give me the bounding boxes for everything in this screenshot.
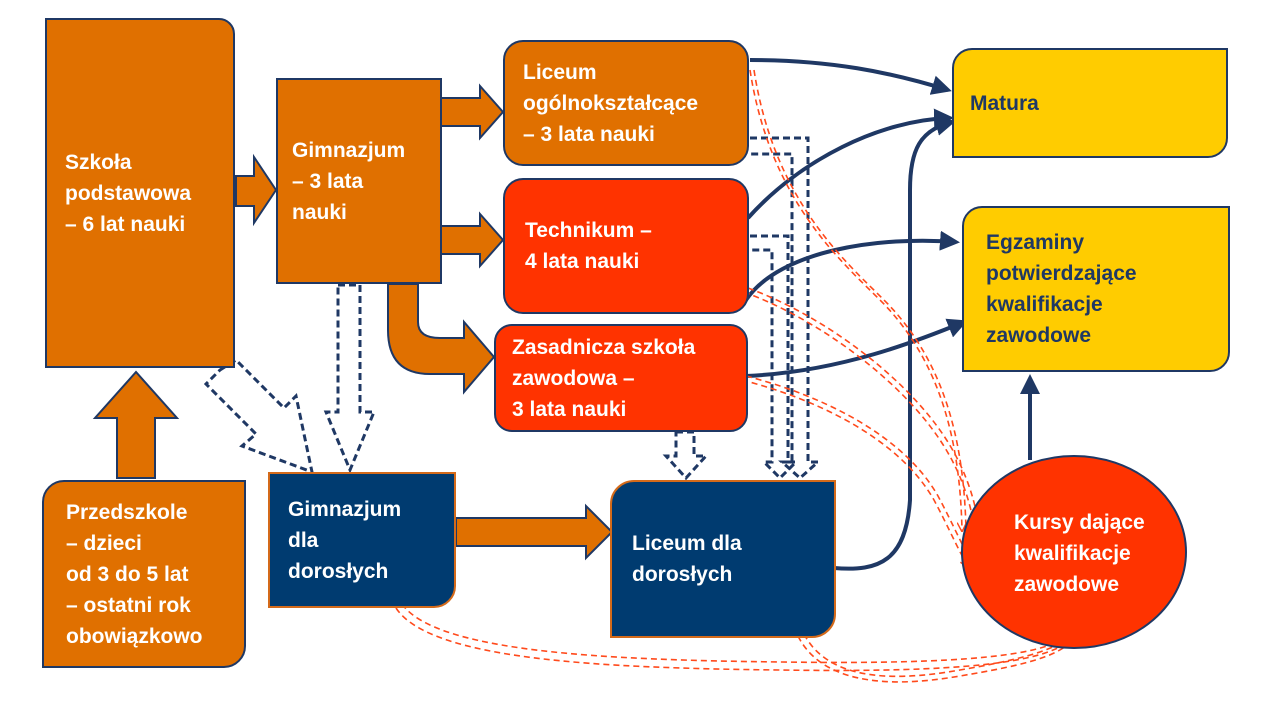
egzaminy-line-2: potwierdzające [986,262,1137,285]
liceum-line-3: – 3 lata nauki [523,122,655,146]
szkola-podstawowa-node: Szkoła podstawowa – 6 lat nauki [45,18,235,368]
gimnazjum-line-1: Gimnazjum [292,138,406,162]
zasadnicza-line-2: zawodowa – [512,366,635,390]
szkola-line-3: – 6 lat nauki [65,212,186,236]
matura-label: Matura [970,91,1039,115]
liceum-doroslych-node: Liceum dla dorosłych [610,480,836,638]
gimnazjum-node: Gimnazjum – 3 lata nauki [276,78,442,284]
przedszkole-line-3: od 3 do 5 lat [66,562,189,586]
kursy-line-3: zawodowe [1014,572,1120,596]
line-liceum-to-matura [749,58,952,95]
zasadnicza-node: Zasadnicza szkoła zawodowa – 3 lata nauk… [494,324,748,432]
line-zasadnicza-to-egzaminy [745,318,968,378]
arrow-gimnazjum-to-zasadnicza [387,283,496,395]
kursy-ellipse [961,455,1187,649]
arrow-przedszkole-to-szkola [92,370,180,479]
przedszkole-line-2: – dzieci [66,531,142,555]
egzaminy-line-4: zawodowe [986,324,1092,347]
dashed-red-connectors [395,69,1071,683]
liceum-doroslych-line-2: dorosłych [632,563,733,586]
line-technikum-to-egzaminy [744,230,960,302]
arrow-gimnazjum-doroslych-to-liceum-doroslych [455,503,614,561]
liceum-line-1: Liceum [523,60,597,84]
przedszkole-line-4: – ostatni rok [66,593,191,617]
kursy-line-1: Kursy dające [1014,510,1145,534]
dashed-line-technikum-down [750,234,800,481]
liceum-line-2: ogólnokształcące [523,91,699,115]
kursy-node: Kursy dające kwalifikacje zawodowe [1000,500,1160,606]
gimn-doroslych-line-1: Gimnazjum [288,497,402,521]
szkola-line-2: podstawowa [65,181,192,205]
szkola-line-1: Szkoła [65,150,132,174]
technikum-node: Technikum – 4 lata nauki [503,178,749,314]
liceum-doroslych-line-1: Liceum dla [632,532,742,555]
egzaminy-line-1: Egzaminy [986,231,1085,254]
matura-node: Matura [952,48,1228,158]
red-line-gimn-doroslych-to-kursy [395,607,1071,672]
gimnazjum-line-3: nauki [292,200,347,224]
gimnazjum-doroslych-node: Gimnazjum dla dorosłych [268,472,456,608]
egzaminy-line-3: kwalifikacje [986,293,1103,316]
red-line-technikum-to-kursy [743,291,974,526]
gimn-doroslych-line-3: dorosłych [288,559,389,583]
dashed-arrow-gimnazjum-to-gimn-doroslych [323,283,377,474]
line-technikum-to-matura [746,108,954,220]
przedszkole-node: Przedszkole – dzieci od 3 do 5 lat – ost… [42,480,246,668]
technikum-line-1: Technikum – [525,219,652,242]
zasadnicza-line-1: Zasadnicza szkoła [512,335,696,359]
gimnazjum-line-2: – 3 lata [292,169,364,193]
arrow-szkola-to-gimnazjum [235,153,278,227]
arrow-gimnazjum-to-liceum [435,83,505,141]
egzaminy-node: Egzaminy potwierdzające kwalifikacje zaw… [962,206,1230,372]
liceum-node: Liceum ogólnokształcące – 3 lata nauki [503,40,749,166]
solid-connectors [744,58,1040,571]
dashed-line-liceum-down [750,136,822,481]
line-liceum-doroslych-to-matura [833,116,956,571]
dashed-arrow-szkola-to-gimn-doroslych [203,358,315,475]
red-line-liceum-doroslych-to-kursy [797,635,1067,683]
kursy-line-2: kwalifikacje [1014,541,1131,565]
zasadnicza-line-3: 3 lata nauki [512,397,627,421]
arrow-gimnazjum-to-technikum [435,211,505,269]
gimn-doroslych-line-2: dla [288,528,319,552]
przedszkole-line-5: obowiązkowo [66,624,203,648]
dashed-arrow-zasadnicza-to-liceum-doroslych [662,430,710,481]
przedszkole-line-1: Przedszkole [66,500,188,524]
technikum-line-2: 4 lata nauki [525,250,640,273]
